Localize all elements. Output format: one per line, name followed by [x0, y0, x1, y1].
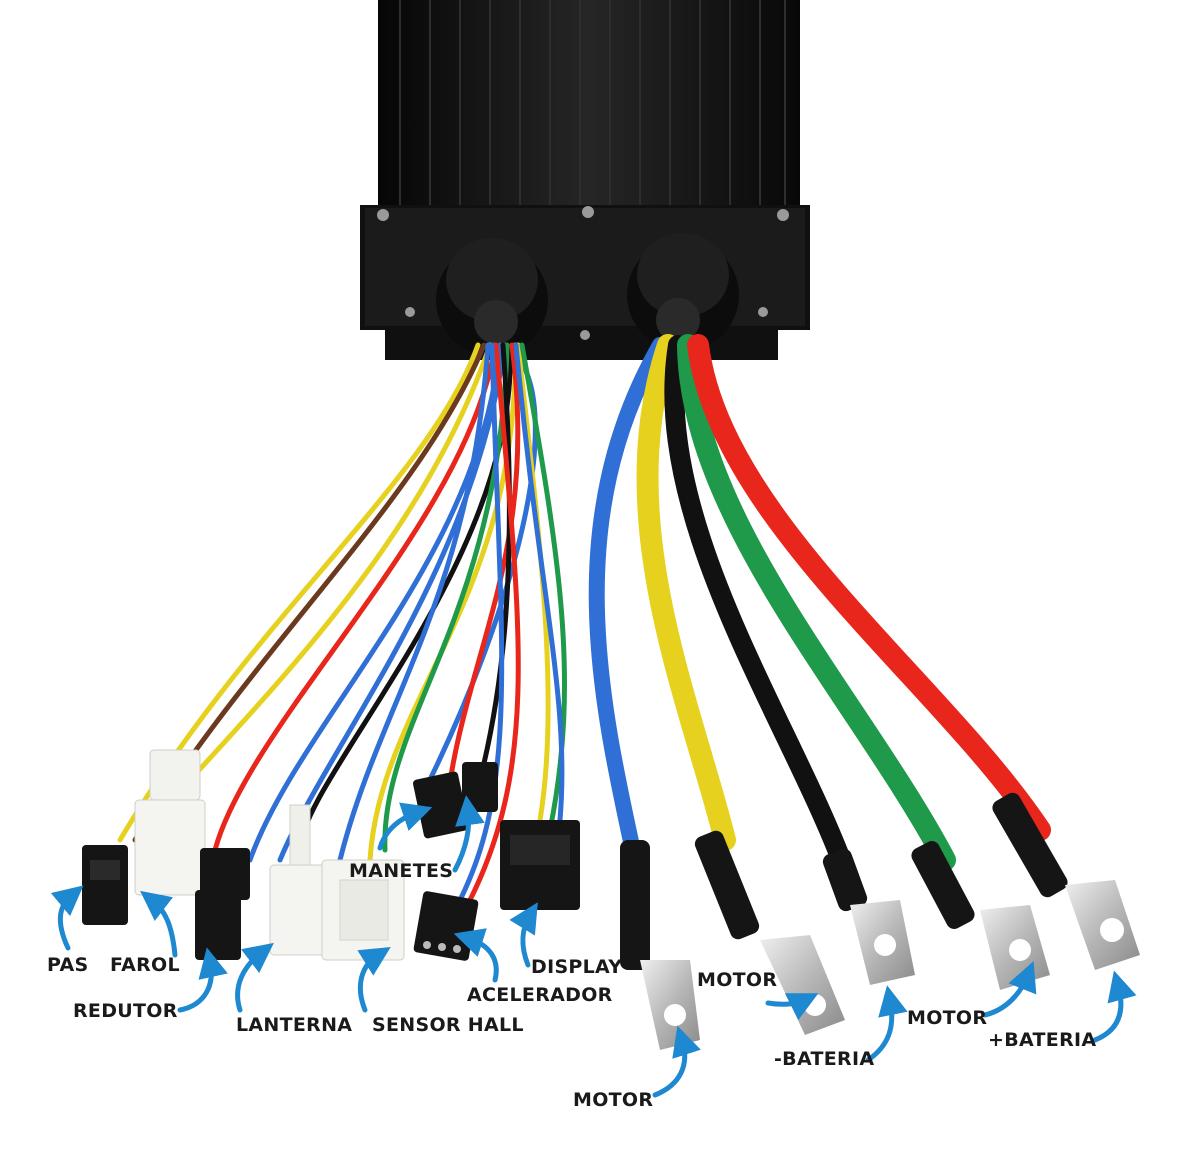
- label-farol: FAROL: [110, 954, 180, 976]
- label-manetes: MANETES: [349, 860, 454, 882]
- terminal-motor-1: [620, 840, 700, 1050]
- arrow-bateria-pos: [1092, 970, 1137, 1043]
- arrow-sensor-hall: [357, 947, 391, 1013]
- cable-gland-right: [627, 233, 739, 351]
- label-motor-3: MOTOR: [907, 1007, 988, 1029]
- arrow-redutor: [177, 947, 228, 1013]
- arrow-lanterna: [235, 942, 274, 1013]
- arrow-manetes-left: [377, 802, 433, 851]
- arrow-motor-2: [765, 993, 819, 1021]
- connector-pas: [82, 845, 128, 925]
- label-sensor-hall: SENSOR HALL: [372, 1014, 524, 1036]
- arrow-farol: [140, 890, 178, 958]
- label-redutor: REDUTOR: [73, 1000, 178, 1022]
- connector-redutor: [195, 848, 250, 960]
- label-display: DISPLAY: [531, 956, 623, 978]
- arrow-manetes-right: [452, 795, 485, 873]
- label-lanterna: LANTERNA: [236, 1014, 353, 1036]
- motor-controller: [360, 0, 810, 360]
- connector-acelerador: [413, 891, 479, 961]
- label-motor-1: MOTOR: [573, 1089, 654, 1111]
- pointer-arrows: [50, 795, 1137, 1098]
- terminal-bateria-neg: [822, 848, 915, 985]
- arrow-display: [509, 902, 538, 968]
- power-wire-bundle: [588, 334, 1051, 880]
- arrow-acelerador: [453, 928, 499, 983]
- label-motor-2: MOTOR: [697, 969, 778, 991]
- label-bateria-pos: +BATERIA: [988, 1029, 1097, 1051]
- arrow-motor-3: [982, 961, 1037, 1018]
- arrow-motor-1: [652, 1025, 701, 1098]
- label-pas: PAS: [47, 954, 89, 976]
- arrow-bateria-neg: [865, 985, 908, 1063]
- arrow-pas: [50, 885, 84, 951]
- label-acelerador: ACELERADOR: [467, 984, 613, 1006]
- label-bateria-neg: -BATERIA: [774, 1048, 875, 1070]
- cable-gland-left: [436, 238, 548, 356]
- connector-display: [500, 820, 580, 910]
- connector-lanterna: [269, 804, 327, 956]
- connector-farol: [134, 749, 206, 896]
- terminal-bateria-pos: [992, 792, 1140, 970]
- connector-sensor-hall: [321, 859, 405, 961]
